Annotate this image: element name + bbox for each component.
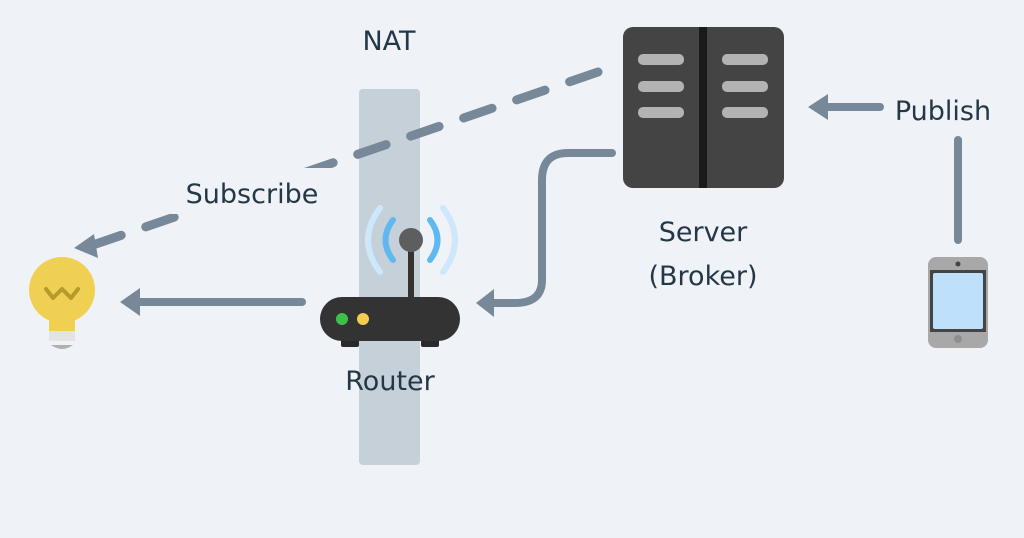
subscribe-arrow bbox=[74, 67, 603, 258]
nat-band bbox=[359, 89, 420, 465]
lightbulb-icon bbox=[29, 257, 95, 349]
router-icon bbox=[320, 205, 460, 347]
router-label: Router bbox=[345, 366, 435, 397]
publish-label: Publish bbox=[895, 96, 991, 127]
phone-icon bbox=[928, 257, 988, 348]
publish-arrow bbox=[808, 94, 962, 244]
server-label: Server bbox=[659, 217, 748, 248]
status-led-green bbox=[336, 313, 348, 325]
server-to-router-arrow bbox=[476, 149, 616, 317]
wifi-signal-icon bbox=[365, 205, 458, 275]
status-led-yellow bbox=[357, 313, 369, 325]
subscribe-label: Subscribe bbox=[186, 179, 319, 210]
server-sublabel: (Broker) bbox=[648, 261, 757, 292]
nat-label: NAT bbox=[362, 26, 416, 57]
server-icon bbox=[623, 27, 784, 188]
router-to-bulb-arrow bbox=[120, 288, 306, 316]
